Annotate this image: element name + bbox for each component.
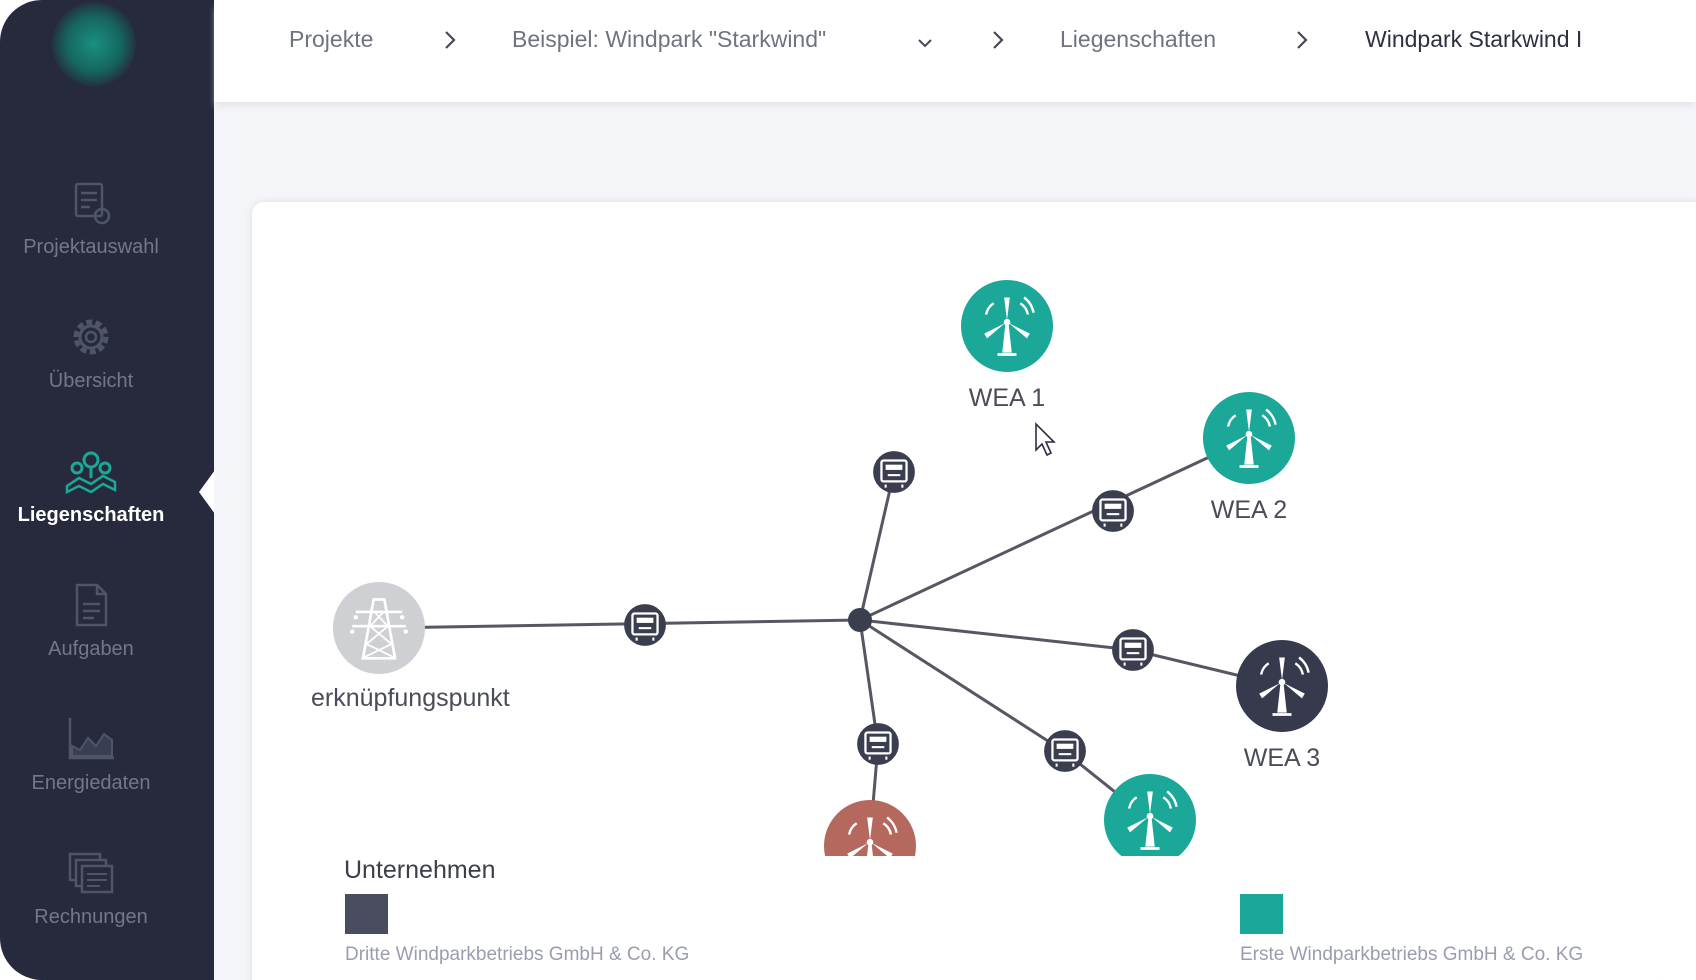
sidebar-item-label: Übersicht: [48, 370, 134, 392]
chevron-right-icon: [1297, 31, 1308, 49]
sidebar-item-liegenschaften[interactable]: Liegenschaften: [0, 448, 182, 558]
grid-node-circle[interactable]: [333, 582, 425, 674]
edge-hub-meter-wea3: [859, 618, 1134, 652]
turbine-node-wea4[interactable]: [1104, 774, 1196, 856]
legend-title: Unternehmen: [344, 856, 496, 884]
logo: [52, 2, 136, 86]
turbine-label: WEA 3: [1244, 744, 1320, 772]
chevron-right-icon: [993, 31, 1004, 49]
gear-icon: [73, 319, 109, 355]
sidebar-item-label: Rechnungen: [34, 906, 148, 928]
turbine-node-wea2[interactable]: WEA 2: [1203, 392, 1295, 524]
sidebar-item-projektauswahl[interactable]: Projektauswahl: [0, 180, 182, 290]
turbine-label: WEA 2: [1211, 496, 1287, 524]
sidebar-item-label: Projektauswahl: [23, 236, 159, 258]
grid-topology-graph[interactable]: erknüpfungspunkt WEA 1 WEA 2: [252, 202, 1696, 856]
legend-label-dritte: Dritte Windparkbetriebs GmbH & Co. KG: [345, 944, 690, 965]
sidebar-item-energiedaten[interactable]: Energiedaten: [0, 716, 182, 826]
edge-hub-wea2: [859, 436, 1251, 622]
meter-icon[interactable]: [855, 721, 901, 767]
sidebar-item-label: Liegenschaften: [17, 504, 165, 526]
breadcrumb: Projekte Beispiel: Windpark "Starkwind" …: [214, 0, 1696, 102]
breadcrumb-item-project[interactable]: Beispiel: Windpark "Starkwind": [512, 26, 827, 52]
meter-icon[interactable]: [1110, 627, 1156, 673]
legend-swatch-erste: [1240, 894, 1283, 934]
sidebar-item-label: Energiedaten: [31, 772, 151, 794]
chevron-down-icon[interactable]: [916, 36, 934, 50]
edge-hub-meter-top: [858, 471, 896, 621]
sidebar-item-aufgaben[interactable]: Aufgaben: [0, 582, 182, 692]
grid-node-label: erknüpfungspunkt: [311, 684, 510, 712]
sidebar-item-uebersicht[interactable]: Übersicht: [0, 314, 182, 424]
junction-icon[interactable]: [848, 608, 872, 632]
meter-icon[interactable]: [1042, 728, 1088, 774]
grid-connection-node[interactable]: erknüpfungspunkt: [311, 582, 510, 712]
sidebar: Projektauswahl Übersicht Liegenschaften: [0, 0, 214, 980]
task-document-icon: [75, 583, 108, 627]
chevron-right-icon: [445, 31, 456, 49]
turbine-node-wea1[interactable]: WEA 1: [961, 280, 1053, 412]
edge-grid-hub: [378, 618, 861, 630]
legend-label-erste: Erste Windparkbetriebs GmbH & Co. KG: [1240, 944, 1584, 965]
breadcrumb-item-projekte[interactable]: Projekte: [289, 26, 374, 52]
mouse-cursor-icon: [1035, 422, 1056, 457]
map-pins-icon: [65, 451, 117, 494]
edge-hub-meter-wea4: [859, 618, 1066, 754]
turbine-node-wea5[interactable]: [824, 800, 916, 856]
area-chart-icon: [68, 718, 114, 760]
sidebar-item-rechnungen[interactable]: Rechnungen: [0, 850, 182, 960]
turbine-node-wea3[interactable]: WEA 3: [1236, 640, 1328, 772]
meter-icon[interactable]: [871, 449, 917, 495]
meter-icon[interactable]: [1090, 488, 1136, 534]
turbine-label: WEA 1: [969, 384, 1045, 412]
invoices-icon: [68, 852, 114, 894]
meter-icon[interactable]: [622, 602, 668, 648]
document-list-icon: [74, 182, 111, 225]
breadcrumb-item-current: Windpark Starkwind I: [1365, 26, 1583, 52]
breadcrumb-item-liegenschaften[interactable]: Liegenschaften: [1060, 26, 1217, 52]
active-indicator: [199, 470, 215, 514]
legend-swatch-dritte: [345, 894, 388, 934]
sidebar-item-label: Aufgaben: [48, 638, 134, 660]
